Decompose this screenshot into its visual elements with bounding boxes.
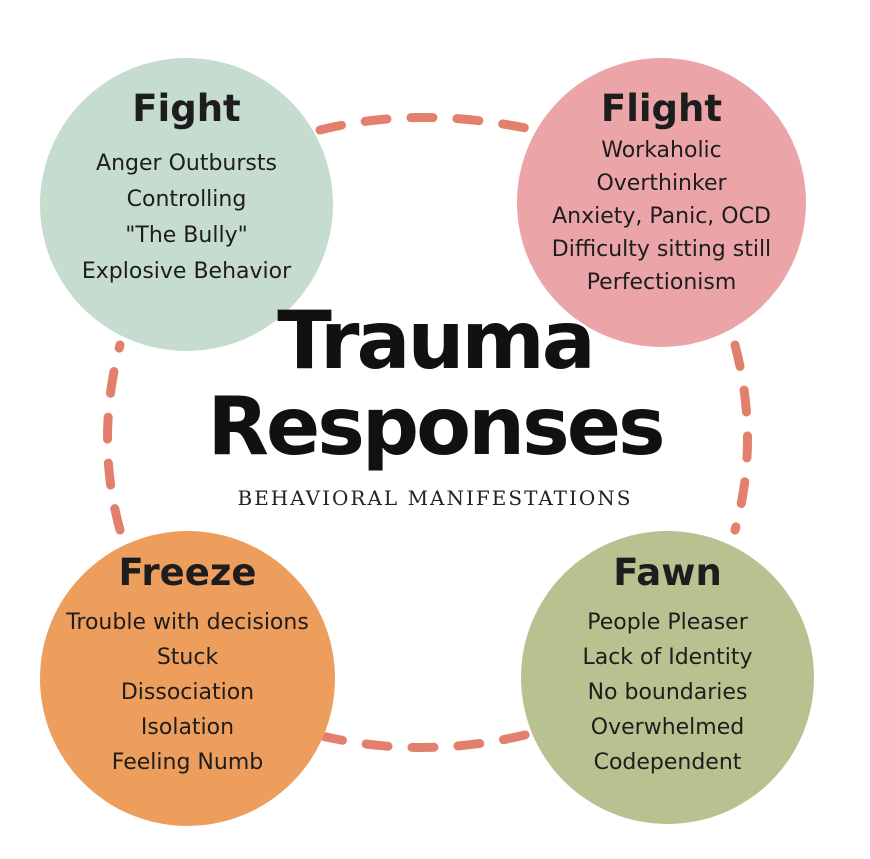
list-item: No boundaries [587, 680, 748, 705]
list-item: Anxiety, Panic, OCD [552, 204, 771, 229]
fight-title: Fight [132, 87, 241, 130]
list-item: Controlling [126, 187, 247, 212]
list-item: Difficulty sitting still [551, 237, 772, 262]
flight-list: Workaholic Overthinker Anxiety, Panic, O… [497, 134, 826, 299]
main-title-line-1: Trauma [277, 294, 596, 387]
freeze-circle: Freeze Trouble with decisions Stuck Diss… [40, 531, 335, 826]
fawn-list: People Pleaser Lack of Identity No bound… [501, 605, 834, 780]
list-item: Stuck [156, 645, 219, 670]
list-item: "The Bully" [125, 223, 248, 248]
list-item: Dissociation [120, 680, 255, 705]
list-item: Perfectionism [586, 270, 737, 295]
list-item: Feeling Numb [111, 750, 264, 775]
list-item: Explosive Behavior [81, 259, 292, 284]
list-item: Trouble with decisions [66, 610, 309, 635]
freeze-title: Freeze [118, 551, 257, 594]
list-item: People Pleaser [587, 610, 748, 635]
fawn-circle: Fawn People Pleaser Lack of Identity No … [521, 531, 814, 824]
fawn-title: Fawn [613, 551, 722, 594]
list-item: Overthinker [596, 171, 727, 196]
freeze-list: Trouble with decisions Stuck Dissociatio… [20, 605, 355, 780]
list-item: Workaholic [601, 138, 722, 163]
flight-circle: Flight Workaholic Overthinker Anxiety, P… [517, 58, 806, 347]
list-item: Isolation [140, 715, 235, 740]
fight-circle: Fight Anger Outbursts Controlling "The B… [40, 58, 333, 351]
list-item: Overwhelmed [590, 715, 745, 740]
list-item: Anger Outbursts [96, 151, 277, 176]
list-item: Codependent [593, 750, 742, 775]
flight-title: Flight [600, 87, 723, 130]
fight-list: Anger Outbursts Controlling "The Bully" … [20, 146, 353, 290]
subtitle: BEHAVIORAL MANIFESTATIONS [237, 486, 633, 510]
list-item: Lack of Identity [582, 645, 753, 670]
main-title-line-2: Responses [207, 380, 665, 473]
